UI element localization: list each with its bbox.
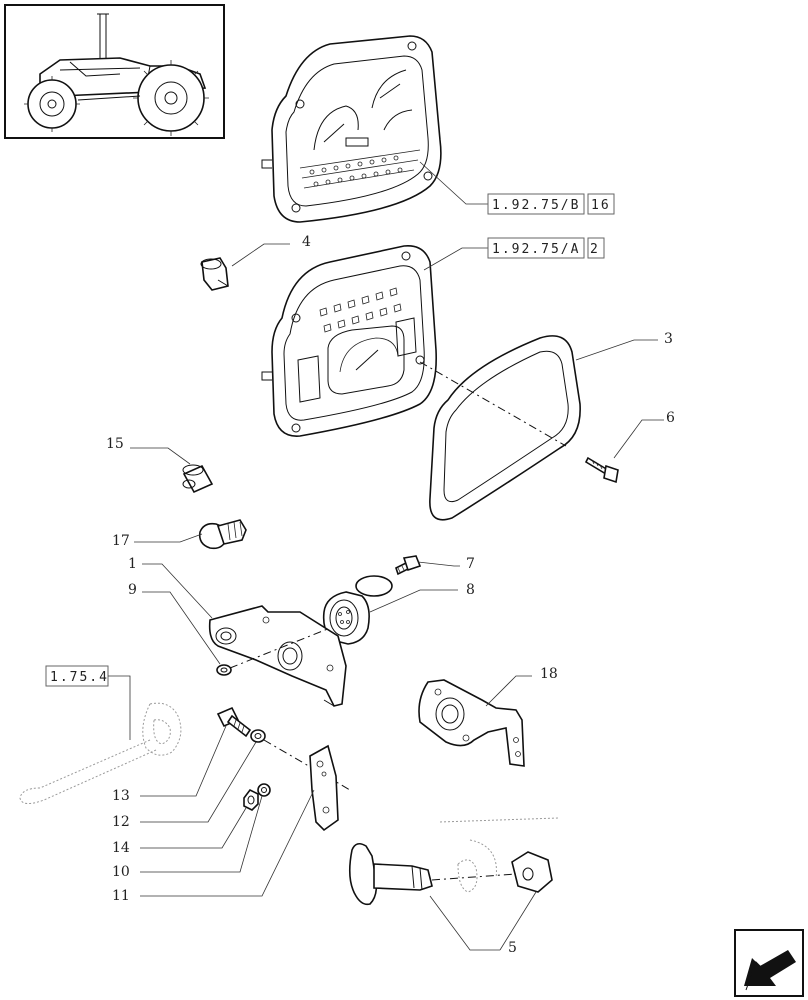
callout-17: 17 (112, 533, 130, 549)
part-1-bracket[interactable] (208, 605, 347, 707)
axis-panel-gasket (419, 361, 567, 447)
leader-harness (108, 675, 131, 740)
callout-8: 8 (466, 582, 475, 598)
ref-code-lower: 1.92.75/A (492, 242, 580, 257)
part-3-gasket-frame[interactable] (429, 335, 581, 521)
next-page-arrow-icon[interactable] (734, 929, 804, 997)
leader-4 (231, 243, 290, 267)
leader-13 (140, 725, 227, 797)
callout-11: 11 (112, 888, 130, 904)
upper-instrument-panel[interactable] (261, 35, 442, 223)
part-5-socket-kit[interactable] (348, 839, 553, 906)
ref-box-harness[interactable]: 1.75.4 (45, 665, 109, 687)
leader-6 (613, 419, 664, 459)
leader-9 (142, 591, 221, 665)
part-10-washer[interactable] (257, 783, 271, 797)
leader-14 (140, 807, 247, 849)
ghost-panel-edge (439, 817, 559, 823)
part-13-bolt[interactable] (216, 706, 252, 738)
part-15-spacer[interactable] (182, 464, 214, 494)
callout-12: 12 (112, 814, 130, 830)
callout-3: 3 (664, 331, 673, 347)
callout-15: 15 (106, 436, 124, 452)
ref-qty-upper: 16 (591, 198, 611, 213)
part-11-clamp[interactable] (309, 744, 339, 832)
callout-10: 10 (112, 864, 130, 880)
callout-4: 4 (302, 234, 311, 250)
ref-code-harness: 1.75.4 (50, 670, 109, 685)
callout-5: 5 (508, 940, 517, 956)
lower-instrument-panel[interactable] (261, 245, 437, 437)
part-7-screw[interactable] (395, 555, 422, 576)
leader-17 (134, 533, 203, 543)
ref-box-lower-panel[interactable]: 1.92.75/A 2 (487, 237, 605, 259)
ref-code-upper: 1.92.75/B (492, 198, 580, 213)
callout-7: 7 (466, 556, 475, 572)
part-4-grommet[interactable] (200, 257, 229, 291)
leader-lower-panel (423, 247, 488, 271)
callout-14: 14 (112, 840, 130, 856)
leader-15 (130, 447, 191, 465)
callout-18: 18 (540, 666, 558, 682)
leader-18 (485, 675, 532, 707)
part-12-washer[interactable] (250, 729, 266, 743)
leader-1 (142, 563, 213, 619)
leader-12 (140, 741, 257, 823)
callout-13: 13 (112, 788, 130, 804)
part-6-screw[interactable] (584, 456, 619, 484)
part-18-bracket[interactable] (418, 679, 525, 767)
leader-7 (417, 561, 460, 567)
leader-11 (140, 789, 315, 897)
ref-box-upper-panel[interactable]: 1.92.75/B 16 (487, 193, 615, 215)
callout-9: 9 (128, 582, 137, 598)
callout-1: 1 (128, 556, 137, 572)
leader-5 (429, 891, 537, 951)
callout-6: 6 (666, 410, 675, 426)
axis-bolt-clamp (263, 739, 351, 791)
leader-3 (575, 339, 658, 361)
leader-upper-panel (419, 161, 488, 205)
part-8-socket[interactable] (322, 575, 393, 645)
ref-qty-lower: 2 (590, 242, 600, 257)
leader-10 (140, 795, 263, 873)
part-17-push-clip[interactable] (198, 519, 247, 550)
leader-8 (369, 589, 458, 613)
axis-socket-nut (431, 873, 517, 881)
part-14-nut[interactable] (243, 788, 259, 811)
tractor-thumbnail[interactable] (4, 4, 225, 139)
wiring-harness-ghost (19, 702, 182, 804)
part-9-washer[interactable] (216, 664, 232, 676)
